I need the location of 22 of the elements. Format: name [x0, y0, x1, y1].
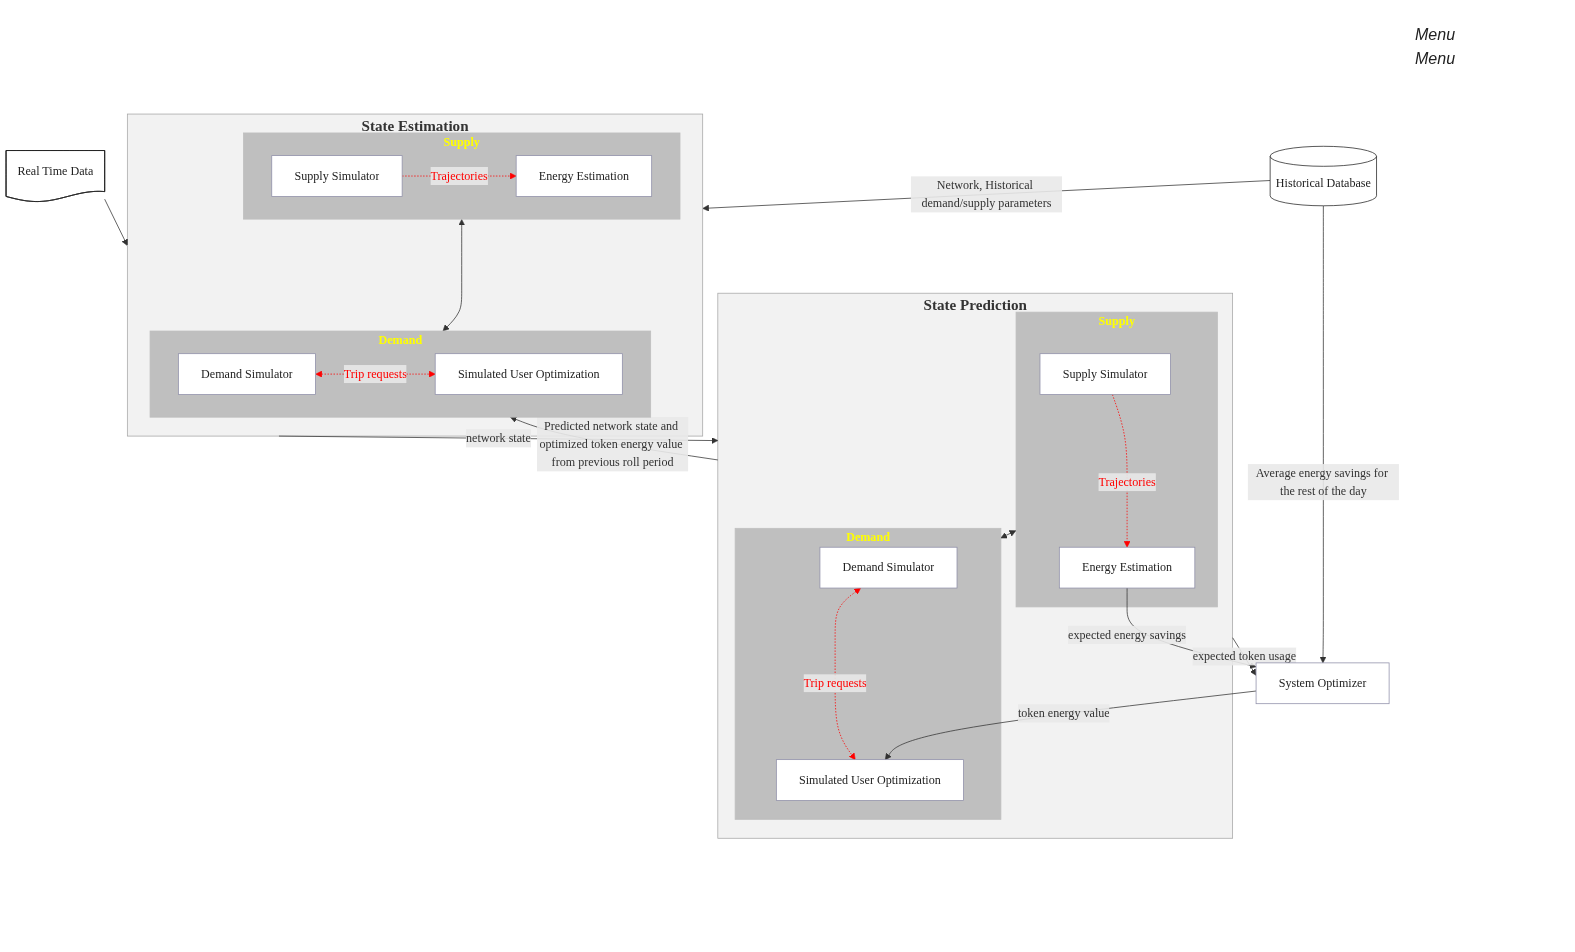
edge-label: expected token usage	[1192, 649, 1297, 663]
edge-label: Network, Historical demand/supply parameters	[921, 178, 1052, 210]
edge-label: token energy value	[1017, 706, 1110, 720]
edge-label: expected energy savings	[1068, 627, 1187, 641]
edge-label: Average energy savings for the rest of the day	[1255, 466, 1388, 498]
edge-label: Trip requests	[343, 367, 407, 380]
node-box: Energy Estimation	[515, 155, 653, 197]
node-box: Demand Simulator	[819, 546, 958, 589]
node-box: Demand Simulator	[178, 353, 316, 395]
edge-label: Trajectories	[1098, 475, 1156, 489]
edge-note: Menu	[1415, 26, 1457, 44]
node-box: Simulated User Optimization	[434, 353, 623, 395]
node-box: Supply Simulator	[1039, 353, 1171, 395]
edge-label: Trip requests	[803, 676, 867, 690]
node-box: System Optimizer	[1255, 662, 1390, 704]
node-box: Energy Estimation	[1058, 546, 1196, 589]
edge-label: Trajectories	[430, 169, 488, 182]
edge-label: network state	[465, 431, 531, 445]
node-box: Simulated User Optimization	[775, 759, 964, 801]
edge-note: Menu	[1415, 50, 1457, 68]
node-box: Supply Simulator	[271, 155, 403, 197]
arrow	[1000, 530, 1017, 539]
